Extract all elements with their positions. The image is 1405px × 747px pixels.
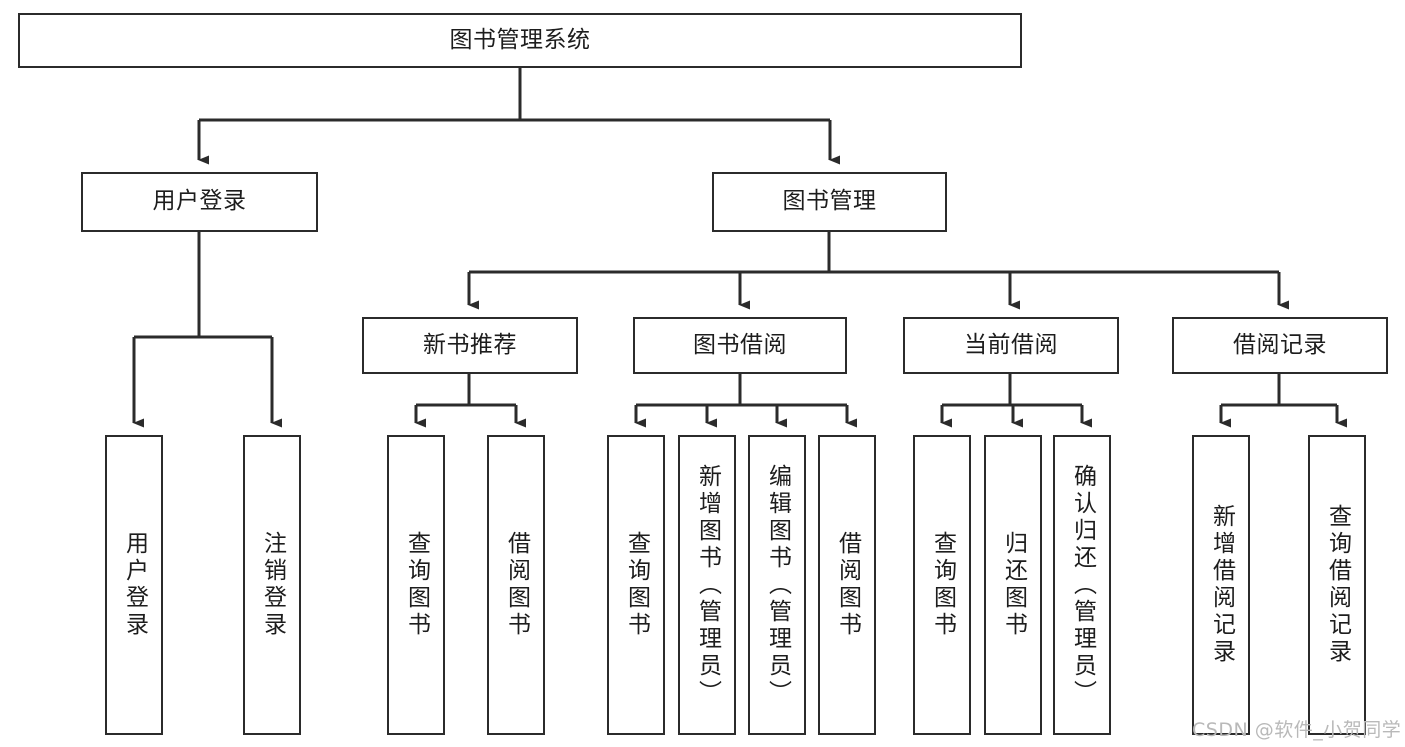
node-leaf-add-record-label: 新增借阅记录 xyxy=(1208,504,1235,666)
node-leaf-query-book-borrow[interactable]: 查询图书 xyxy=(607,435,665,735)
node-leaf-query-record[interactable]: 查询借阅记录 xyxy=(1308,435,1366,735)
node-root-label: 图书管理系统 xyxy=(449,26,591,53)
node-book-borrow-label: 图书借阅 xyxy=(693,331,787,358)
node-leaf-query-book-cur-label: 查询图书 xyxy=(929,531,956,639)
node-leaf-edit-book-label: 编辑图书（管理员） xyxy=(764,463,791,707)
node-leaf-add-book-label: 新增图书（管理员） xyxy=(694,463,721,707)
node-current-borrow[interactable]: 当前借阅 xyxy=(903,317,1119,374)
node-user-login[interactable]: 用户登录 xyxy=(81,172,318,232)
node-leaf-user-logout-label: 注销登录 xyxy=(259,531,286,639)
node-book-manage-label: 图书管理 xyxy=(782,188,877,215)
node-book-manage[interactable]: 图书管理 xyxy=(712,172,947,232)
node-leaf-query-book-borrow-label: 查询图书 xyxy=(623,531,650,639)
node-leaf-return-book[interactable]: 归还图书 xyxy=(984,435,1042,735)
node-root[interactable]: 图书管理系统 xyxy=(18,13,1022,68)
node-leaf-add-book[interactable]: 新增图书（管理员） xyxy=(678,435,736,735)
node-leaf-confirm-return-label: 确认归还（管理员） xyxy=(1069,463,1096,707)
node-borrow-record[interactable]: 借阅记录 xyxy=(1172,317,1388,374)
node-current-borrow-label: 当前借阅 xyxy=(964,331,1058,358)
node-leaf-borrow-book[interactable]: 借阅图书 xyxy=(818,435,876,735)
node-leaf-borrow-book-rec[interactable]: 借阅图书 xyxy=(487,435,545,735)
node-new-book-recommend[interactable]: 新书推荐 xyxy=(362,317,578,374)
node-user-login-label: 用户登录 xyxy=(152,188,247,215)
node-new-book-recommend-label: 新书推荐 xyxy=(423,331,517,358)
node-borrow-record-label: 借阅记录 xyxy=(1233,331,1327,358)
node-leaf-add-record[interactable]: 新增借阅记录 xyxy=(1192,435,1250,735)
node-leaf-query-book-rec[interactable]: 查询图书 xyxy=(387,435,445,735)
node-leaf-user-logout[interactable]: 注销登录 xyxy=(243,435,301,735)
node-leaf-user-login-label: 用户登录 xyxy=(121,531,148,639)
node-leaf-borrow-book-label: 借阅图书 xyxy=(834,531,861,639)
node-leaf-query-record-label: 查询借阅记录 xyxy=(1324,504,1351,666)
node-leaf-borrow-book-rec-label: 借阅图书 xyxy=(503,531,530,639)
node-leaf-query-book-rec-label: 查询图书 xyxy=(403,531,430,639)
node-leaf-query-book-cur[interactable]: 查询图书 xyxy=(913,435,971,735)
node-leaf-return-book-label: 归还图书 xyxy=(1000,531,1027,639)
csdn-watermark: CSDN @软件_小贺同学 xyxy=(1192,719,1402,741)
node-book-borrow[interactable]: 图书借阅 xyxy=(633,317,847,374)
node-leaf-confirm-return[interactable]: 确认归还（管理员） xyxy=(1053,435,1111,735)
node-leaf-edit-book[interactable]: 编辑图书（管理员） xyxy=(748,435,806,735)
node-leaf-user-login[interactable]: 用户登录 xyxy=(105,435,163,735)
